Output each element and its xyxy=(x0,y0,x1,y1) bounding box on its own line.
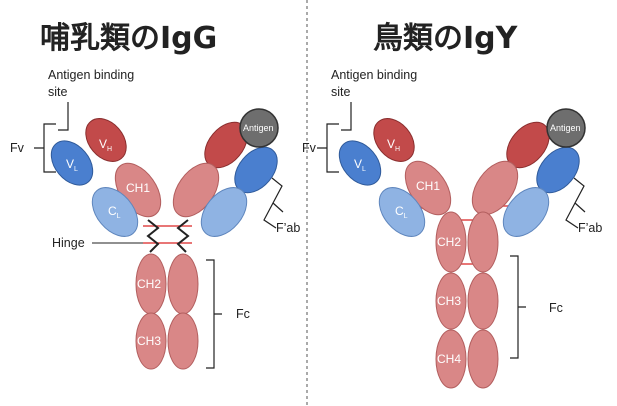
igy-fv-bracket xyxy=(317,123,339,173)
igg-antigen-label: Antigen xyxy=(243,123,274,133)
igy-antigen-binding-label: Antigen binding xyxy=(331,68,417,82)
igg-antigen xyxy=(239,108,279,148)
igy-fab-bracket xyxy=(565,177,586,229)
igy-cl-left-label: CL xyxy=(395,204,408,220)
igg-cl-left-domain xyxy=(91,187,139,237)
igy-ch4-right-domain xyxy=(467,329,499,389)
igy-ch4-label: CH4 xyxy=(437,352,461,366)
igy-vh-left-domain xyxy=(373,118,415,162)
igg-title: 哺乳類のIgG xyxy=(40,21,217,56)
igy-ch1-right-domain xyxy=(471,160,519,216)
igg-antigen-binding-label-line2: site xyxy=(48,85,68,99)
igg-vh-left-label: VH xyxy=(99,137,112,153)
igg-ch3-left-domain xyxy=(135,312,167,370)
igy-vh-left-label: VH xyxy=(387,137,400,153)
igg-fv-label: Fv xyxy=(10,141,25,155)
igg-ch1-left-label: CH1 xyxy=(126,181,150,195)
igg-fv-bracket xyxy=(34,123,56,173)
igy-ch4-left-domain xyxy=(435,329,467,389)
igy-ch2-left-domain xyxy=(435,211,467,273)
igg-ch2-label: CH2 xyxy=(137,277,161,291)
igg-binding-site-pointer xyxy=(58,102,69,131)
igy-ch1-left-label: CH1 xyxy=(416,179,440,193)
igg-hinge-left-strand xyxy=(146,219,160,253)
igy-fc-label: Fc xyxy=(549,301,563,315)
igy-ch3-left-domain xyxy=(435,272,467,330)
igg-vl-left-label: VL xyxy=(66,157,78,173)
igy-ch2-label: CH2 xyxy=(437,235,461,249)
igg-fab-bracket xyxy=(263,177,284,229)
igy-fv-label: Fv xyxy=(302,141,317,155)
igy-cl-left-domain xyxy=(378,187,426,237)
igg-ch2-right-domain xyxy=(167,253,199,315)
igg-cl-right-domain xyxy=(200,187,248,237)
igy-title: 鳥類のIgY xyxy=(373,21,519,56)
igg-fab-label: F’ab xyxy=(276,221,300,235)
igg-vl-left-domain xyxy=(50,140,94,186)
igy-ch3-label: CH3 xyxy=(437,294,461,308)
igy-cl-right-domain xyxy=(502,187,550,237)
igg-cl-left-label: CL xyxy=(108,204,121,220)
igy-antigen xyxy=(546,108,586,148)
igg-fc-bracket xyxy=(206,259,222,369)
igy-vl-left-label: VL xyxy=(354,157,366,173)
igy-panel: 鳥類のIgY Antigen binding site Fv VH VL CH1… xyxy=(302,18,602,389)
igg-vh-left-domain xyxy=(85,118,127,162)
igy-antigen-binding-label-line2: site xyxy=(331,85,351,99)
igg-ch3-right-domain xyxy=(167,312,199,370)
igg-panel: 哺乳類のIgG Antigen binding site Fv Hinge VH… xyxy=(10,18,300,370)
igg-hinge-right-strand xyxy=(176,219,190,253)
igg-antigen-binding-label: Antigen binding xyxy=(48,68,134,82)
igy-fab-label: F’ab xyxy=(578,221,602,235)
igy-antigen-label: Antigen xyxy=(550,123,581,133)
igy-fc-bracket xyxy=(510,255,526,359)
igg-fc-label: Fc xyxy=(236,307,250,321)
igy-ch2-right-domain xyxy=(467,211,499,273)
igy-vl-left-domain xyxy=(338,140,382,186)
igg-hinge-label: Hinge xyxy=(52,236,85,250)
igg-ch3-label: CH3 xyxy=(137,334,161,348)
igy-binding-site-pointer xyxy=(341,102,352,131)
igy-ch3-right-domain xyxy=(467,272,499,330)
